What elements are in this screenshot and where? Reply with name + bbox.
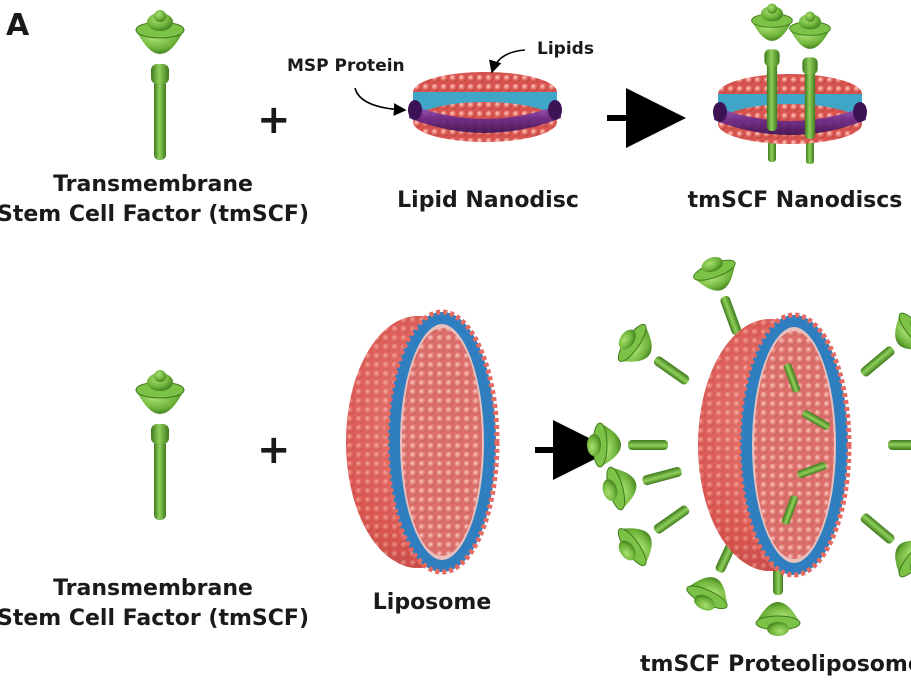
protein-label-row1-line1: Transmembrane: [53, 172, 253, 197]
liposome-label: Liposome: [372, 590, 492, 615]
lipids-label: Lipids: [537, 39, 594, 59]
msp-pointer-arrow: [354, 87, 407, 116]
tmscf-proteoliposome: [586, 249, 911, 637]
protein-label-row2-line2: Stem Cell Factor (tmSCF): [0, 606, 310, 631]
msp-protein-label: MSP Protein: [287, 56, 405, 76]
plus-sign-row1: +: [257, 97, 291, 143]
protein-label-row1-line2: Stem Cell Factor (tmSCF): [0, 202, 310, 227]
panel-label: A: [6, 8, 30, 43]
liposome: [346, 309, 500, 575]
lipid-nanodisc: [408, 72, 562, 142]
tmscf-nanodiscs-label: tmSCF Nanodiscs: [687, 188, 903, 213]
plus-sign-row2: +: [257, 427, 291, 473]
protein-label-row2-line1: Transmembrane: [53, 576, 253, 601]
tmscf-proteoliposome-label: tmSCF Proteoliposome: [640, 652, 911, 677]
nanodisc-label: Lipid Nanodisc: [397, 188, 579, 213]
tmscf-nanodisc: [713, 3, 867, 164]
tmscf-protein-row1: [135, 9, 185, 161]
lipids-pointer-arrow: [489, 49, 526, 74]
tmscf-protein-row2: [135, 369, 185, 521]
